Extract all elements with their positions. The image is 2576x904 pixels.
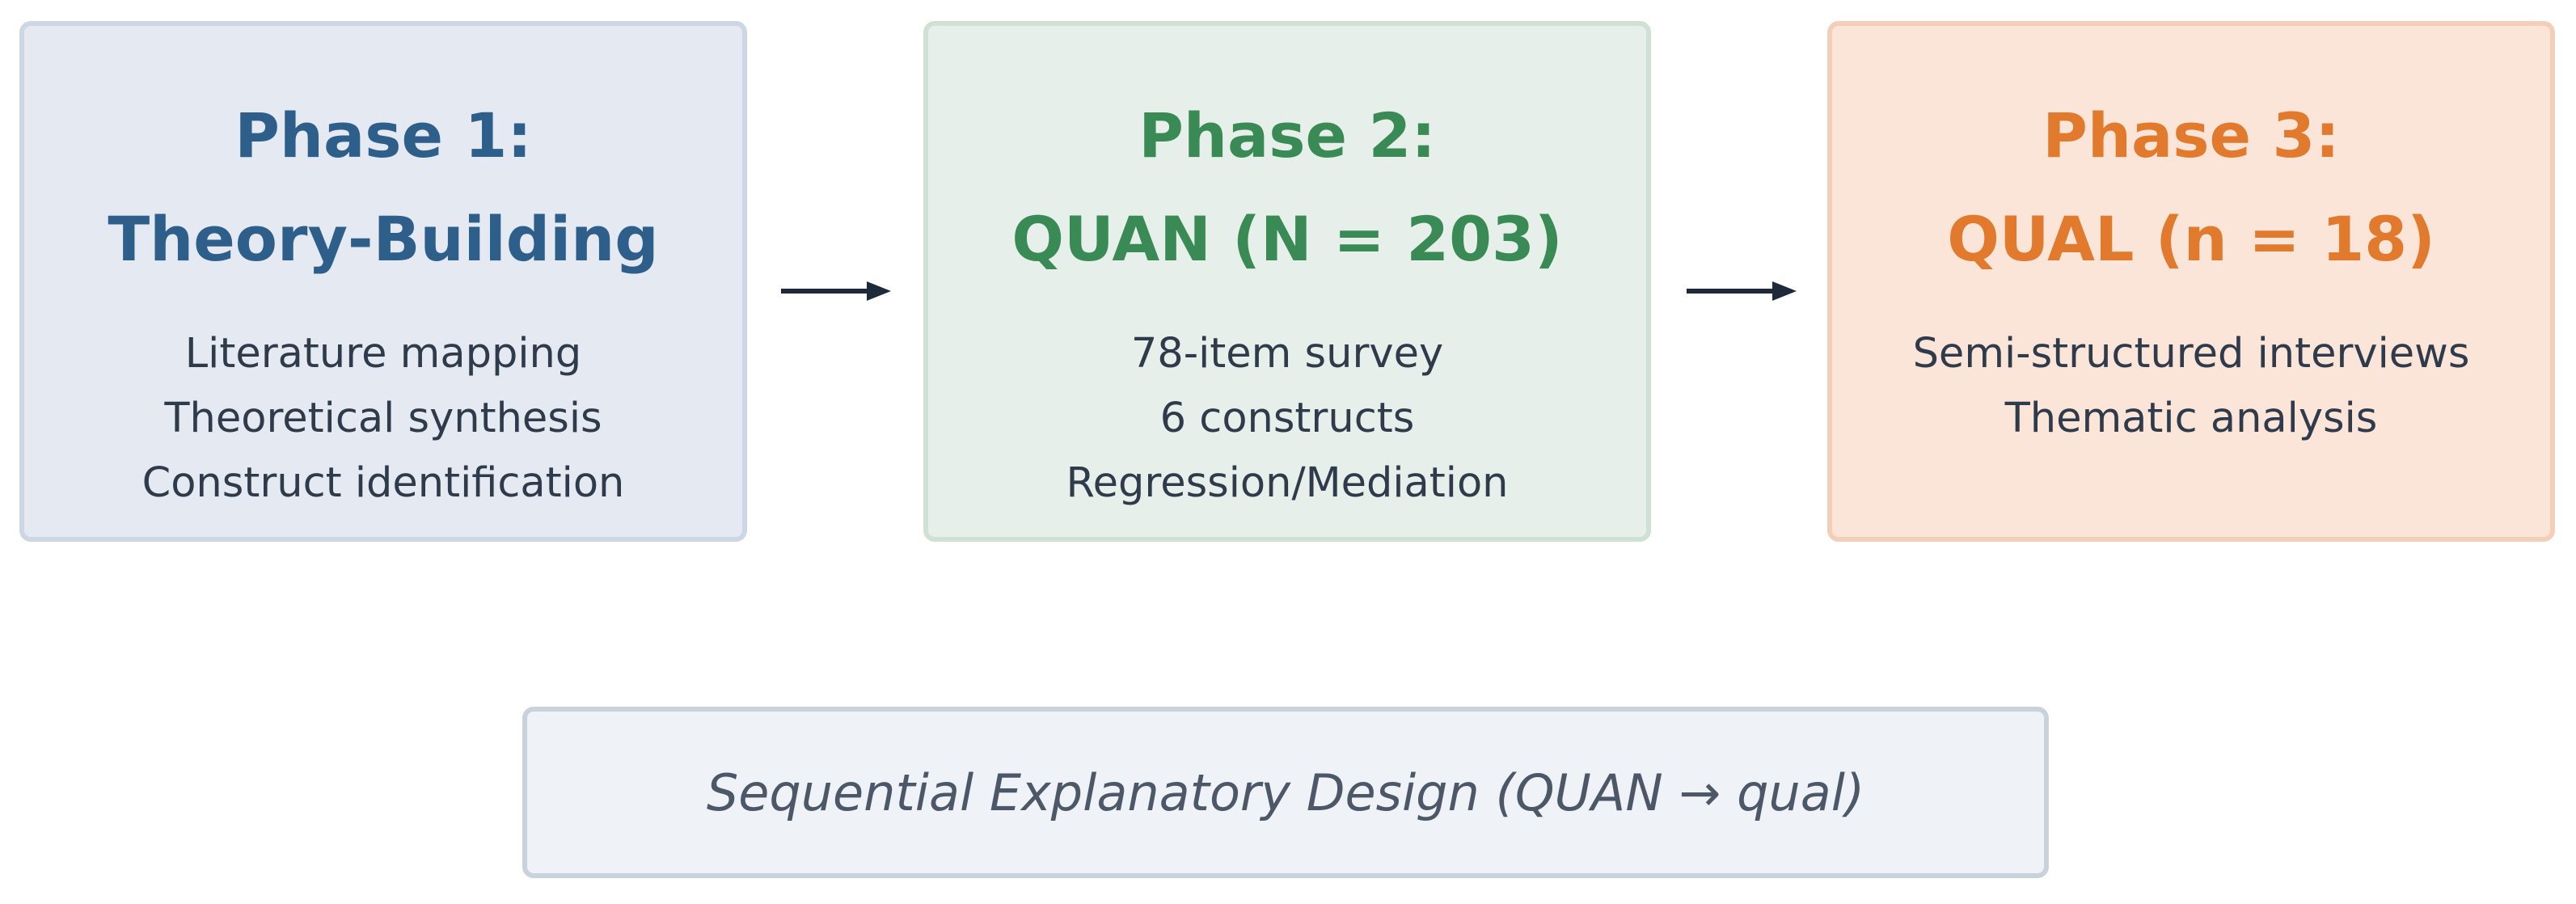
- phase-1-item: Theoretical synthesis: [164, 395, 602, 442]
- phase-3-item: Thematic analysis: [2004, 395, 2378, 442]
- design-label: Sequential Explanatory Design (QUAN → qu…: [706, 762, 1865, 822]
- phase-1-subtitle: Theory-Building: [108, 203, 659, 275]
- phase-2-item: 6 constructs: [1159, 395, 1415, 442]
- phase-3-title: Phase 3:: [2042, 99, 2340, 171]
- phase-3-subtitle: QUAL (n = 18): [1947, 203, 2435, 275]
- phase-3-item: Semi-structured interviews: [1912, 330, 2470, 378]
- phase-3-items: Semi-structured interviews Thematic anal…: [1832, 322, 2550, 451]
- phase-2-subtitle: QUAN (N = 203): [1011, 203, 1563, 275]
- phase-1-box: Phase 1: Theory-Building Literature mapp…: [19, 21, 747, 542]
- design-label-box: Sequential Explanatory Design (QUAN → qu…: [522, 707, 2049, 878]
- phase-1-item: Construct identification: [141, 459, 625, 507]
- phase-2-box: Phase 2: QUAN (N = 203) 78-item survey 6…: [923, 21, 1651, 542]
- phase-1-item: Literature mapping: [184, 330, 582, 378]
- phase-2-title: Phase 2:: [1138, 99, 1436, 171]
- phase-1-items: Literature mapping Theoretical synthesis…: [24, 322, 742, 516]
- arrow-right-icon: [781, 281, 891, 301]
- phase-2-item: 78-item survey: [1130, 330, 1444, 378]
- phase-3-box: Phase 3: QUAL (n = 18) Semi-structured i…: [1827, 21, 2555, 542]
- phase-2-item: Regression/Mediation: [1066, 459, 1509, 507]
- phase-1-title: Phase 1:: [234, 99, 532, 171]
- phase-2-items: 78-item survey 6 constructs Regression/M…: [928, 322, 1646, 516]
- arrow-right-icon: [1687, 281, 1797, 301]
